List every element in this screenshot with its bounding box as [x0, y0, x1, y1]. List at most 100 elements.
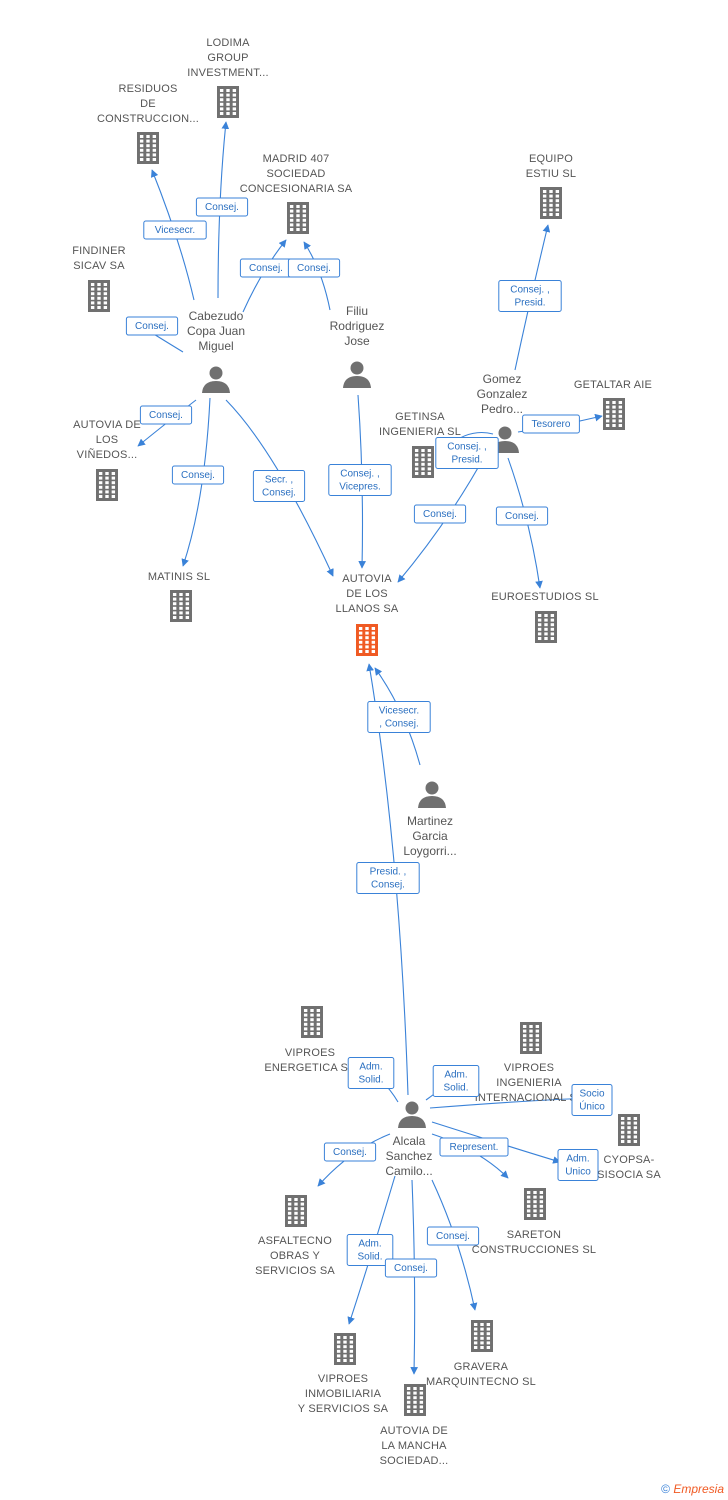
edge-label-text: Vicepres.: [339, 482, 381, 493]
edge-label-text: Consej.: [249, 263, 283, 274]
edge-label-text: Secr. ,: [265, 475, 293, 486]
node-label: DE LOS: [346, 588, 388, 600]
person-icon: [202, 366, 230, 393]
edge-label-box: [435, 437, 499, 469]
edge-label-box: [125, 316, 179, 336]
building-icon: [471, 1320, 493, 1352]
node-label: ESTIU SL: [526, 168, 577, 180]
node-label: VIÑEDOS...: [77, 448, 138, 461]
node-label: EUROESTUDIOS SL: [491, 591, 599, 603]
edge-label-text: Presid.: [451, 455, 482, 466]
edge-label-box: [323, 1142, 377, 1162]
edge-label-e13[interactable]: Consej.: [413, 504, 467, 524]
edge-label-e5[interactable]: Consej.: [125, 316, 179, 336]
edge-label-text: Solid.: [357, 1252, 382, 1263]
node-label: INMOBILIARIA: [305, 1388, 382, 1400]
edge-label-e22[interactable]: Represent.: [439, 1137, 509, 1157]
brand-logo[interactable]: Empresia: [673, 1482, 724, 1496]
node-label: Gomez: [483, 372, 522, 386]
person-node-p5[interactable]: AlcalaSanchezCamilo...: [385, 1101, 433, 1179]
edge-label-e21[interactable]: Consej.: [323, 1142, 377, 1162]
edge-label-e24[interactable]: Consej.: [384, 1258, 438, 1278]
edge-label-box: [426, 1226, 480, 1246]
edge-label-e1[interactable]: Vicesecr.: [143, 220, 207, 240]
person-icon: [418, 781, 446, 808]
edge-label-e2[interactable]: Consej.: [195, 197, 249, 217]
edge-label-e10[interactable]: Consej. ,Presid.: [498, 280, 562, 312]
edge-label-e12[interactable]: Consej. ,Presid.: [435, 437, 499, 469]
edge-label-e6[interactable]: Consej.: [139, 405, 193, 425]
edge-label-e18[interactable]: Adm.Solid.: [432, 1065, 480, 1097]
company-node-n8[interactable]: AUTOVIA DELOSVIÑEDOS...: [73, 419, 141, 501]
building-icon: [540, 187, 562, 219]
company-node-n10[interactable]: MATINIS SL: [148, 571, 210, 622]
company-node-n7[interactable]: GETALTAR AIE: [574, 379, 652, 430]
building-icon: [603, 398, 625, 430]
node-label: INGENIERIA SL: [379, 426, 461, 438]
node-label: EQUIPO: [529, 153, 573, 165]
building-icon: [356, 624, 378, 656]
edge-label-e11[interactable]: Tesorero: [522, 414, 580, 434]
edge-label-box: [356, 862, 420, 894]
edge-label-text: Vicesecr.: [155, 225, 195, 236]
company-node-n14[interactable]: CYOPSA- SISOCIA SA: [597, 1114, 661, 1181]
edge-label-e7[interactable]: Consej.: [171, 465, 225, 485]
edge-label-text: Represent.: [450, 1142, 499, 1153]
edge-label-e8[interactable]: Secr. ,Consej.: [252, 470, 306, 502]
company-node-n5[interactable]: EQUIPO ESTIU SL: [526, 153, 577, 219]
edge-label-box: [171, 465, 225, 485]
company-node-n11[interactable]: EUROESTUDIOS SL: [491, 591, 599, 643]
edge-label-box: [139, 405, 193, 425]
edge-label-e23[interactable]: Adm.Solid.: [346, 1234, 394, 1266]
edge-label-e17[interactable]: Adm.Solid.: [347, 1057, 395, 1089]
edge-label-box: [413, 504, 467, 524]
edge-label-text: Único: [579, 1100, 605, 1113]
edge-label-box: [439, 1137, 509, 1157]
person-node-p4[interactable]: MartinezGarciaLoygorri...: [403, 781, 457, 859]
node-label: OBRAS Y: [270, 1250, 321, 1262]
person-node-p3[interactable]: GomezGonzalezPedro...: [477, 372, 528, 453]
edge-label-e3[interactable]: Consej.: [239, 258, 293, 278]
node-label: AUTOVIA DE: [380, 1425, 448, 1437]
node-label: SOCIEDAD...: [380, 1455, 449, 1467]
node-label: CYOPSA-: [604, 1154, 655, 1166]
edge-label-e16[interactable]: Presid. ,Consej.: [356, 862, 420, 894]
edge-label-e14[interactable]: Consej.: [495, 506, 549, 526]
building-icon: [137, 132, 159, 164]
node-label: SISOCIA SA: [597, 1169, 661, 1181]
building-icon: [88, 280, 110, 312]
company-node-n2[interactable]: LODIMAGROUPINVESTMENT...: [187, 37, 269, 118]
edge-label-text: Consej.: [423, 509, 457, 520]
edge-label-text: Adm.: [444, 1070, 467, 1081]
edge-label-text: Consej.: [505, 511, 539, 522]
edge-line-e8: [225, 399, 334, 577]
person-icon: [343, 361, 371, 388]
node-label: INVESTMENT...: [187, 67, 268, 79]
company-node-n3[interactable]: RESIDUOSDECONSTRUCCION...: [97, 83, 199, 164]
edge-label-e9[interactable]: Consej. ,Vicepres.: [328, 464, 392, 496]
node-label: GETALTAR AIE: [574, 379, 652, 391]
edge-label-e20[interactable]: Adm.Unico: [557, 1149, 599, 1181]
edge-label-text: Presid. ,: [370, 867, 407, 878]
edge-label-box: [432, 1065, 480, 1097]
node-label: SERVICIOS SA: [255, 1265, 335, 1277]
edge-label-text: Socio: [579, 1089, 604, 1100]
edge-label-e15[interactable]: Vicesecr., Consej.: [367, 701, 431, 733]
footer: © Empresia: [661, 1482, 724, 1496]
edge-label-e4[interactable]: Consej.: [287, 258, 341, 278]
edge-label-e25[interactable]: Consej.: [426, 1226, 480, 1246]
